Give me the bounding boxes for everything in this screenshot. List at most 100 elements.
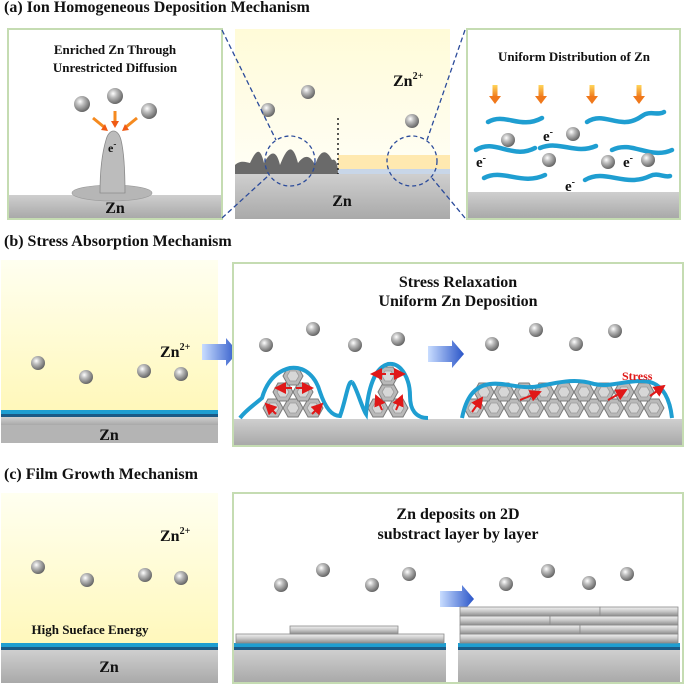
zn-ion: [485, 337, 499, 351]
zn-ion: [316, 563, 330, 577]
caption-line2: substract layer by layer: [377, 526, 538, 543]
caption-line1: Stress Relaxation: [399, 274, 517, 291]
flow-arrow: [440, 585, 474, 613]
film-edge: [458, 647, 680, 650]
section-a-title: (a) Ion Homogeneous Deposition Mechanism: [4, 0, 310, 16]
zn-ion: [542, 153, 556, 167]
zn-ion: [405, 114, 419, 128]
zn-ion: [641, 153, 655, 167]
zn-ion: [274, 578, 288, 592]
panel-a-right: [466, 28, 681, 220]
zn-ion: [141, 103, 157, 119]
zn-substrate: [1, 650, 218, 683]
zn-ion: [601, 155, 615, 169]
surface-energy-note: High Sueface Energy: [32, 622, 149, 637]
substrate-label: Zn: [99, 427, 119, 444]
electron-label: e-: [108, 139, 116, 155]
film-edge: [1, 414, 218, 417]
substrate-label: Zn: [332, 193, 352, 210]
caption-line2: Unrestricted Diffusion: [53, 60, 178, 75]
zn-ion-label: Zn2+: [160, 342, 191, 361]
zn-ion: [569, 337, 583, 351]
film-layer: [460, 378, 674, 419]
film-layer: [1, 410, 218, 414]
zn-ion: [499, 577, 513, 591]
film-layer: [350, 361, 429, 420]
dendrite-growth: [235, 149, 338, 174]
zn-ion: [501, 133, 515, 147]
zn-ion: [107, 88, 123, 104]
zn-ion: [261, 103, 275, 117]
electron-labels: e- e- e- e-: [476, 127, 633, 195]
zn-ion: [608, 324, 622, 338]
zn-layer-plates: [235, 625, 445, 644]
zn-substrate: [235, 174, 450, 219]
dendrite-tip: [99, 130, 126, 194]
stress-arrows: [471, 384, 666, 413]
stress-arrows: [264, 382, 324, 416]
zn-ion: [529, 323, 543, 337]
section-c-title: (c) Film Growth Mechanism: [4, 466, 198, 483]
zn-ion: [301, 85, 315, 99]
zn-ion: [174, 571, 188, 585]
zoom-circle-right: [386, 135, 438, 187]
stress-arrows: [370, 368, 406, 411]
zn-ion: [31, 356, 45, 370]
caption-line1: Enriched Zn Through: [54, 42, 177, 57]
film-layer: [1, 643, 218, 647]
uniform-layer: [338, 155, 450, 173]
zn-substrate: [1, 417, 218, 425]
zn-substrate-lower: [1, 425, 218, 443]
zn-ion: [79, 370, 93, 384]
zn-ion: [365, 578, 379, 592]
zn-substrate: [458, 650, 680, 682]
film-layer: [238, 365, 353, 420]
zn-ion: [74, 96, 90, 112]
panel-b-left: [1, 260, 218, 425]
zn-substrate: [9, 195, 221, 218]
zn-substrate: [234, 650, 446, 682]
zn-ion-label: Zn2+: [393, 71, 424, 90]
zoom-circle-left: [264, 135, 316, 187]
section-b-title: (b) Stress Absorption Mechanism: [4, 233, 232, 250]
zn-ion: [31, 560, 45, 574]
zn-ion: [137, 364, 151, 378]
film-edge: [234, 647, 446, 650]
zn-ion: [582, 576, 596, 590]
zn-ion: [138, 568, 152, 582]
zn-substrate: [234, 419, 682, 445]
film-layer: [234, 643, 446, 647]
substrate-label: Zn: [105, 200, 125, 217]
stress-label: Stress: [622, 369, 653, 383]
zn-ion: [306, 322, 320, 336]
zn-ion: [541, 564, 555, 578]
svg-text:e-: e-: [476, 153, 486, 171]
zn-ion: [391, 332, 405, 346]
substrate-label: Zn: [99, 659, 119, 676]
right-caption: Uniform Distribution of Zn: [498, 49, 651, 64]
film-edge: [1, 647, 218, 650]
zn-ion: [566, 127, 580, 141]
zn-ion: [80, 573, 94, 587]
film-layer: [458, 643, 680, 647]
zn-ion-label: Zn2+: [160, 526, 191, 545]
converging-arrows: [92, 111, 138, 131]
zn-ion: [402, 567, 416, 581]
zn-ion: [259, 338, 273, 352]
zn-layer-plates: [459, 606, 679, 644]
flow-arrow: [428, 340, 464, 368]
zn-ion: [174, 367, 188, 381]
film-layer: [338, 169, 450, 174]
zn-substrate: [468, 192, 679, 218]
svg-text:e-: e-: [565, 177, 575, 195]
svg-text:e-: e-: [543, 127, 553, 145]
zn-ion: [348, 338, 362, 352]
zoom-lines: [221, 29, 466, 219]
caption-line2: Uniform Zn Deposition: [378, 293, 537, 310]
polymer-chains: [473, 109, 675, 183]
flow-arrow: [202, 338, 238, 366]
caption-line1: Zn deposits on 2D: [396, 506, 519, 523]
zn-ion: [620, 567, 634, 581]
